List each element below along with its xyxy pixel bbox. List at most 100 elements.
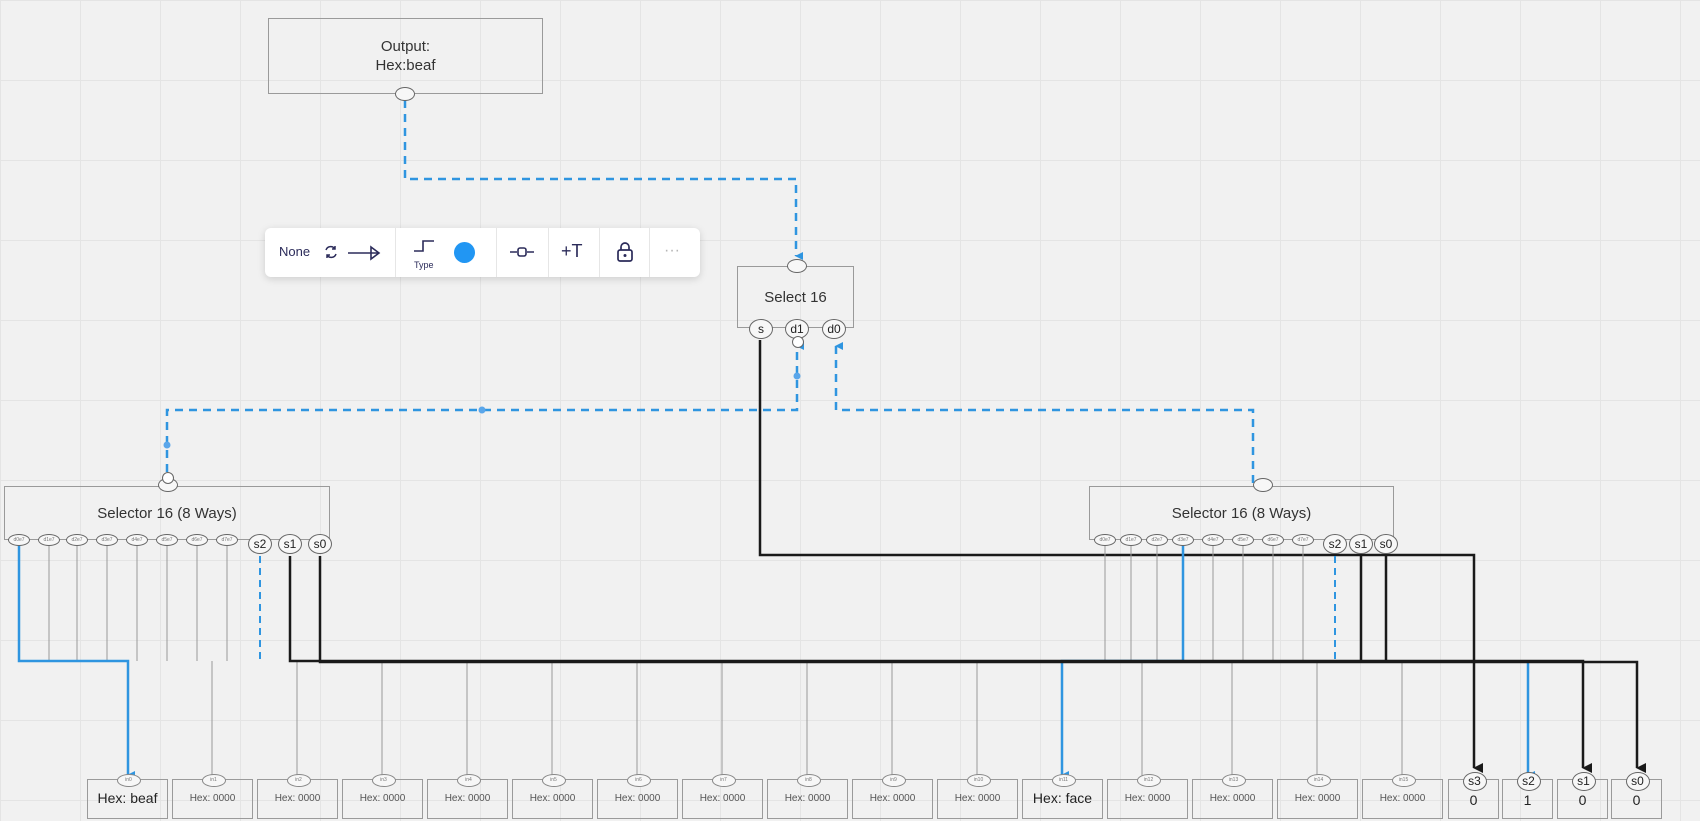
hex-input-tag: in7 xyxy=(711,774,736,787)
arrow-end-icon[interactable] xyxy=(347,245,381,261)
selector-left-pin-d4[interactable]: d4e7 xyxy=(126,534,148,546)
selector-right-pin-d1[interactable]: d1e7 xyxy=(1120,534,1142,546)
hex-input-value: Hex: 0000 xyxy=(444,793,491,804)
hex-input-13[interactable]: in13 Hex: 0000 xyxy=(1192,774,1273,819)
wire-left-s0 xyxy=(318,556,1646,773)
selector-left-pin-d0[interactable]: d0e7 xyxy=(8,534,30,546)
selector-left-node[interactable]: Selector 16 (8 Ways) xyxy=(4,478,330,540)
output-pin[interactable] xyxy=(395,87,415,101)
output-node[interactable]: Output: Hex:beaf xyxy=(268,18,543,101)
selector-right-pin-d7[interactable]: d7e7 xyxy=(1292,534,1314,546)
selector-right-pin-d6[interactable]: d6e7 xyxy=(1262,534,1284,546)
lock-icon[interactable] xyxy=(616,241,634,263)
hex-input-value: Hex: 0000 xyxy=(1294,793,1341,804)
hex-input-6[interactable]: in6 Hex: 0000 xyxy=(597,774,678,819)
wire-s-to-s3 xyxy=(758,340,1483,773)
hex-input-7[interactable]: in7 Hex: 0000 xyxy=(682,774,763,819)
switch-s1[interactable]: s1 0 xyxy=(1557,772,1608,819)
switch-s0[interactable]: s0 0 xyxy=(1611,772,1662,819)
select16-pin-d0[interactable]: d0 xyxy=(822,319,846,339)
line-style-label[interactable]: None xyxy=(279,244,311,259)
selector-right-output-pin[interactable] xyxy=(1253,478,1273,492)
select16-title: Select 16 xyxy=(764,289,827,306)
hex-input-tag: in15 xyxy=(1391,774,1416,787)
selector-right-pin-s1[interactable]: s1 xyxy=(1349,534,1373,554)
hex-input-tag: in9 xyxy=(881,774,906,787)
switch-tag: s2 xyxy=(1516,772,1541,791)
hex-input-9[interactable]: in9 Hex: 0000 xyxy=(852,774,933,819)
switch-value: 0 xyxy=(1469,792,1478,808)
selector-right-node[interactable]: Selector 16 (8 Ways) xyxy=(1089,478,1394,540)
hex-input-tag: in8 xyxy=(796,774,821,787)
switch-s2[interactable]: s2 1 xyxy=(1502,772,1553,819)
select16-input-pin[interactable] xyxy=(787,259,807,273)
selector-left-pin-s2[interactable]: s2 xyxy=(248,534,272,554)
switch-value: 0 xyxy=(1578,792,1587,808)
selector-left-pin-s0[interactable]: s0 xyxy=(308,534,332,554)
selector-right-pin-s2[interactable]: s2 xyxy=(1323,534,1347,554)
wire-right-selector-to-d0 xyxy=(834,342,1255,483)
line-type-step-icon[interactable] xyxy=(413,239,435,253)
hex-input-11[interactable]: in11 Hex: face xyxy=(1022,774,1103,819)
more-options-icon[interactable]: ··· xyxy=(664,242,680,259)
hex-input-value: Hex: 0000 xyxy=(784,793,831,804)
wire-toolbar: None Type +T ··· xyxy=(265,228,700,277)
hex-input-12[interactable]: in12 Hex: 0000 xyxy=(1107,774,1188,819)
selector-left-pin-d3[interactable]: d3e7 xyxy=(96,534,118,546)
hex-input-tag: in14 xyxy=(1306,774,1331,787)
hex-input-10[interactable]: in10 Hex: 0000 xyxy=(937,774,1018,819)
selector-left-pin-d6[interactable]: d6e7 xyxy=(186,534,208,546)
wire-output-to-select16 xyxy=(403,100,803,260)
wire-endpoint-handle[interactable] xyxy=(162,472,174,484)
hex-input-4[interactable]: in4 Hex: 0000 xyxy=(427,774,508,819)
select16-node[interactable]: Select 16 s d1 d0 xyxy=(737,259,854,339)
hex-input-8[interactable]: in8 Hex: 0000 xyxy=(767,774,848,819)
add-text-button[interactable]: +T xyxy=(561,241,583,261)
hex-input-2[interactable]: in2 Hex: 0000 xyxy=(257,774,338,819)
selector-right-pin-s0[interactable]: s0 xyxy=(1374,534,1398,554)
hex-input-3[interactable]: in3 Hex: 0000 xyxy=(342,774,423,819)
swap-direction-icon[interactable] xyxy=(323,244,339,260)
hex-input-value: Hex: 0000 xyxy=(1209,793,1256,804)
selector-left-pin-d1[interactable]: d1e7 xyxy=(38,534,60,546)
selector-left-pin-d2[interactable]: d2e7 xyxy=(66,534,88,546)
selector-right-pin-d2[interactable]: d2e7 xyxy=(1146,534,1168,546)
hex-input-tag: in0 xyxy=(116,774,141,787)
wire-handle xyxy=(478,406,486,414)
line-midpoint-icon[interactable] xyxy=(509,244,535,260)
output-title: Output: xyxy=(380,38,431,55)
selector-right-title: Selector 16 (8 Ways) xyxy=(1171,505,1312,522)
hex-input-value: Hex: 0000 xyxy=(869,793,916,804)
hex-input-value: Hex: 0000 xyxy=(1379,793,1426,804)
hex-input-14[interactable]: in14 Hex: 0000 xyxy=(1277,774,1358,819)
hex-input-value: Hex: 0000 xyxy=(699,793,746,804)
selector-left-pin-d5[interactable]: d5e7 xyxy=(156,534,178,546)
selector-right-pin-d4[interactable]: d4e7 xyxy=(1202,534,1224,546)
hex-input-value: Hex: 0000 xyxy=(189,793,236,804)
hex-input-value: Hex: face xyxy=(1032,790,1093,806)
select16-pin-d1[interactable]: d1 xyxy=(785,319,809,339)
hex-input-tag: in12 xyxy=(1136,774,1161,787)
selector-left-pin-d7[interactable]: d7e7 xyxy=(216,534,238,546)
color-swatch[interactable] xyxy=(454,242,475,263)
wire-right-s2 xyxy=(1334,556,1528,662)
hex-input-tag: in3 xyxy=(371,774,396,787)
selector-right-pin-d0[interactable]: d0e7 xyxy=(1094,534,1116,546)
selector-right-pin-d5[interactable]: d5e7 xyxy=(1232,534,1254,546)
line-type-label: Type xyxy=(414,260,434,270)
selector-right-pin-d3[interactable]: d3e7 xyxy=(1172,534,1194,546)
hex-input-tag: in5 xyxy=(541,774,566,787)
selector-left-title: Selector 16 (8 Ways) xyxy=(97,505,237,522)
hex-input-0[interactable]: in0 Hex: beaf xyxy=(87,774,168,819)
wire-handle xyxy=(163,441,171,449)
select16-pin-s[interactable]: s xyxy=(749,319,773,339)
wire-endpoint-handle[interactable] xyxy=(792,336,804,348)
switch-value: 1 xyxy=(1523,792,1532,808)
hex-input-tag: in10 xyxy=(966,774,991,787)
hex-input-15[interactable]: in15 Hex: 0000 xyxy=(1362,774,1443,819)
selector-left-pin-s1[interactable]: s1 xyxy=(278,534,302,554)
switch-s3[interactable]: s3 0 xyxy=(1448,772,1499,819)
hex-input-5[interactable]: in5 Hex: 0000 xyxy=(512,774,593,819)
hex-input-1[interactable]: in1 Hex: 0000 xyxy=(172,774,253,819)
hex-input-value: Hex: 0000 xyxy=(954,793,1001,804)
